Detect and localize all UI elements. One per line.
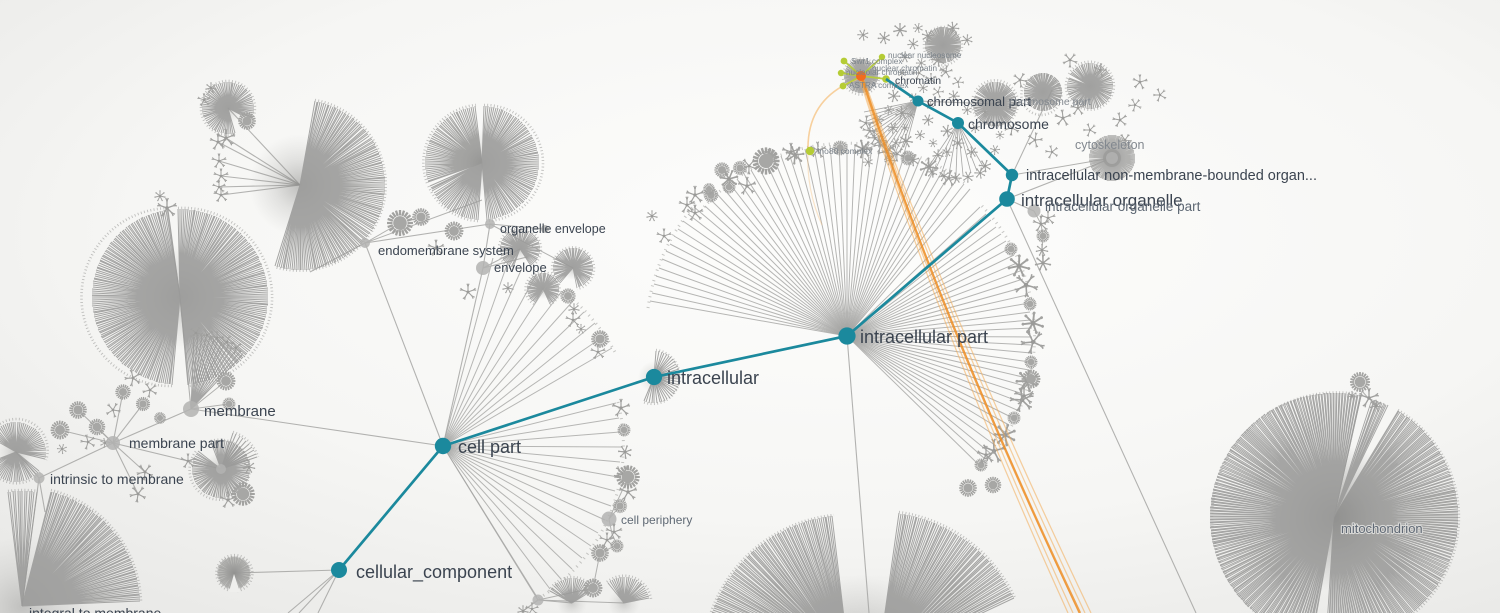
svg-text:chromosome part: chromosome part xyxy=(1009,96,1091,108)
svg-text:nucleolar chromatin: nucleolar chromatin xyxy=(846,68,918,77)
svg-text:organelle envelope: organelle envelope xyxy=(500,222,606,236)
svg-text:cell periphery: cell periphery xyxy=(621,513,692,527)
svg-text:intracellular non-membrane-bou: intracellular non-membrane-bounded organ… xyxy=(1026,168,1317,184)
svg-text:chromosome: chromosome xyxy=(968,116,1049,132)
svg-text:mitochondrion: mitochondrion xyxy=(1341,521,1423,536)
svg-text:chromatin: chromatin xyxy=(895,75,941,87)
svg-text:intracellular part: intracellular part xyxy=(860,327,988,347)
svg-text:intracellular: intracellular xyxy=(667,368,759,388)
svg-text:nuclear nucleosome: nuclear nucleosome xyxy=(888,51,962,60)
svg-text:endomembrane system: endomembrane system xyxy=(378,243,514,258)
svg-text:Ino80 complex: Ino80 complex xyxy=(817,146,873,156)
svg-text:Swr1 complex: Swr1 complex xyxy=(851,57,902,66)
svg-text:cell part: cell part xyxy=(458,437,521,457)
svg-text:integral to membrane: integral to membrane xyxy=(29,605,162,613)
svg-text:cellular_component: cellular_component xyxy=(356,562,512,583)
svg-text:membrane part: membrane part xyxy=(129,435,224,451)
svg-text:membrane: membrane xyxy=(204,403,276,420)
svg-text:chromosomal part: chromosomal part xyxy=(927,94,1031,109)
svg-text:intrinsic to membrane: intrinsic to membrane xyxy=(50,471,184,487)
svg-text:nuclear chromatin: nuclear chromatin xyxy=(872,64,938,73)
svg-text:intracellular organelle: intracellular organelle xyxy=(1021,191,1183,210)
svg-text:envelope: envelope xyxy=(494,260,547,275)
svg-text:ASTRA complex: ASTRA complex xyxy=(849,81,909,90)
svg-text:cytoskeleton: cytoskeleton xyxy=(1075,138,1145,152)
svg-text:intracellular organelle part: intracellular organelle part xyxy=(1045,199,1201,214)
